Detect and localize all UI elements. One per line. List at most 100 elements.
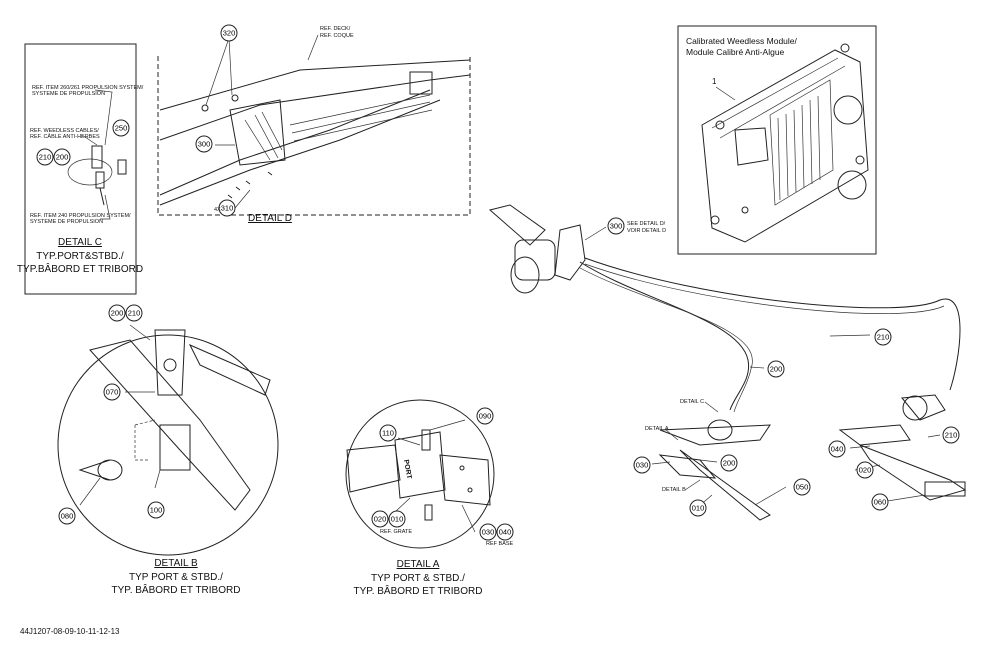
- balloon-200-main: 200: [767, 360, 785, 378]
- detail-d-caption: DETAIL D: [248, 213, 292, 224]
- detail-b-line2: TYP PORT & STBD./: [129, 572, 223, 583]
- module-title-1: Calibrated Weedless Module/: [686, 36, 798, 46]
- detail-c-panel: REF. ITEM 260/261 PROPULSION SYSTEM/ SYS…: [17, 43, 144, 295]
- svg-text:100: 100: [150, 506, 163, 515]
- svg-text:010: 010: [391, 515, 404, 524]
- balloon-020-detail-a: 020: [371, 510, 389, 528]
- svg-text:010: 010: [692, 504, 705, 513]
- detail-d-ref-deck: REF. DECK/: [320, 26, 351, 32]
- main-detail-c-label: DETAIL C: [680, 399, 704, 405]
- cable-200: [579, 261, 750, 411]
- svg-text:080: 080: [61, 512, 74, 521]
- svg-text:040: 040: [831, 445, 844, 454]
- balloon-310: 310: [218, 199, 236, 217]
- balloon-200-main-port: 200: [720, 454, 738, 472]
- detail-a-ref-grate: REF. GRATE: [380, 529, 412, 535]
- detail-d-frame: [157, 56, 471, 216]
- balloon-250: 250: [112, 119, 130, 137]
- detail-c-ref-propulsion-1: REF. ITEM 260/261 PROPULSION SYSTEM/: [32, 85, 144, 91]
- main-detail-a-label: DETAIL A: [645, 426, 669, 432]
- detail-d-panel: REF. DECK/ REF. COQUE DETAIL D: [157, 26, 471, 224]
- main-detail-b-label: DETAIL B: [662, 487, 686, 493]
- detail-a-line2: TYP PORT & STBD./: [371, 573, 465, 584]
- svg-text:020: 020: [859, 466, 872, 475]
- detail-c-frame: [24, 43, 137, 295]
- main-assembly: SEE DETAIL D/ VOIR DETAIL D DETAIL C DET…: [488, 204, 967, 521]
- balloon-210-detail-c: 210: [36, 148, 54, 166]
- balloon-group: 320 300 310 250 210 200 200 210 070 080 …: [36, 24, 960, 541]
- balloon-210-detail-b: 210: [125, 304, 143, 322]
- detail-b-caption: DETAIL B: [154, 558, 198, 569]
- detail-c-line3: TYP.BÂBORD ET TRIBORD: [17, 262, 143, 275]
- module-title-2: Module Calibré Anti-Algue: [686, 47, 785, 57]
- balloon-010-main: 010: [689, 499, 707, 517]
- svg-text:090: 090: [479, 412, 492, 421]
- balloon-070: 070: [103, 383, 121, 401]
- balloon-020-main: 020: [856, 461, 874, 479]
- svg-text:030: 030: [636, 461, 649, 470]
- balloon-010-detail-a: 010: [388, 510, 406, 528]
- svg-text:020: 020: [374, 515, 387, 524]
- balloon-030-main: 030: [633, 456, 651, 474]
- svg-text:300: 300: [198, 140, 211, 149]
- detail-c-ref-propulsion-2: REF. ITEM 240 PROPULSION SYSTEM/: [30, 213, 131, 219]
- detail-a-grate: [346, 444, 401, 493]
- balloon-050-main: 050: [793, 478, 811, 496]
- balloon-300-main: 300: [607, 217, 625, 235]
- starboard-arm: [858, 443, 967, 501]
- detail-c-hint-circle: [67, 158, 113, 186]
- svg-text:210: 210: [128, 309, 141, 318]
- qty-4x-label: 4X: [214, 207, 221, 213]
- detail-c-ref-propulsion-2b: SYSTEME DE PROPULSION: [30, 219, 103, 225]
- detail-c-ref-propulsion-1b: SYSTEME DE PROPULSION: [32, 91, 105, 97]
- svg-text:210: 210: [945, 431, 958, 440]
- svg-text:110: 110: [382, 429, 394, 438]
- svg-text:320: 320: [223, 29, 236, 38]
- balloon-100: 100: [147, 501, 165, 519]
- module-item-number: 1: [712, 77, 717, 86]
- see-detail-d-2: VOIR DETAIL D: [627, 228, 666, 234]
- port-plate: [659, 424, 771, 446]
- svg-text:040: 040: [499, 528, 512, 537]
- svg-text:250: 250: [115, 124, 128, 133]
- detail-c-line2: TYP.PORT&STBD./: [36, 251, 124, 262]
- detail-a-ref-base: REF BASE: [486, 541, 514, 547]
- drawing-code: 44J1207-08-09-10-11-12-13: [20, 627, 120, 636]
- detail-a-base: [439, 454, 491, 506]
- detail-b-line3: TYP. BÂBORD ET TRIBORD: [112, 583, 241, 596]
- detail-a-circle: [345, 399, 495, 549]
- balloon-060-main: 060: [871, 493, 889, 511]
- detail-b-circle: [57, 334, 279, 556]
- balloon-300-detail-d: 300: [195, 135, 213, 153]
- detail-a-panel: PORT REF. GRATE REF BASE DETAIL A TYP PO…: [345, 399, 514, 597]
- detail-d-bracket: [229, 99, 286, 166]
- detail-b-clevis: [154, 329, 186, 396]
- see-detail-d-1: SEE DETAIL D/: [627, 221, 666, 227]
- svg-text:070: 070: [106, 388, 119, 397]
- svg-text:050: 050: [796, 483, 809, 492]
- detail-c-ref-cables: REF. WEEDLESS CABLES/: [30, 128, 99, 134]
- module-connector: [734, 127, 769, 166]
- detail-b-arm: [89, 339, 251, 511]
- balloon-040-main: 040: [828, 440, 846, 458]
- balloon-090: 090: [476, 407, 494, 425]
- balloon-030-detail-a: 030: [479, 523, 497, 541]
- detail-c-caption: DETAIL C: [58, 237, 102, 248]
- cable-210: [584, 257, 961, 391]
- balloon-210-main-stbd: 210: [942, 426, 960, 444]
- balloon-080: 080: [58, 507, 76, 525]
- detail-d-ref-coque: REF. COQUE: [320, 33, 354, 39]
- balloon-210-main: 210: [874, 328, 892, 346]
- svg-text:210: 210: [39, 153, 52, 162]
- svg-text:200: 200: [723, 459, 736, 468]
- svg-text:210: 210: [877, 333, 890, 342]
- svg-text:310: 310: [221, 204, 234, 213]
- svg-text:030: 030: [482, 528, 495, 537]
- svg-text:200: 200: [111, 309, 124, 318]
- balloon-200-detail-b: 200: [108, 304, 126, 322]
- starboard-plate: [838, 424, 911, 446]
- detail-c-connector: [91, 145, 103, 169]
- balloon-040-detail-a: 040: [496, 523, 514, 541]
- detail-c-ref-cables-b: REF. CÂBLE ANTI-HERBES: [30, 133, 100, 140]
